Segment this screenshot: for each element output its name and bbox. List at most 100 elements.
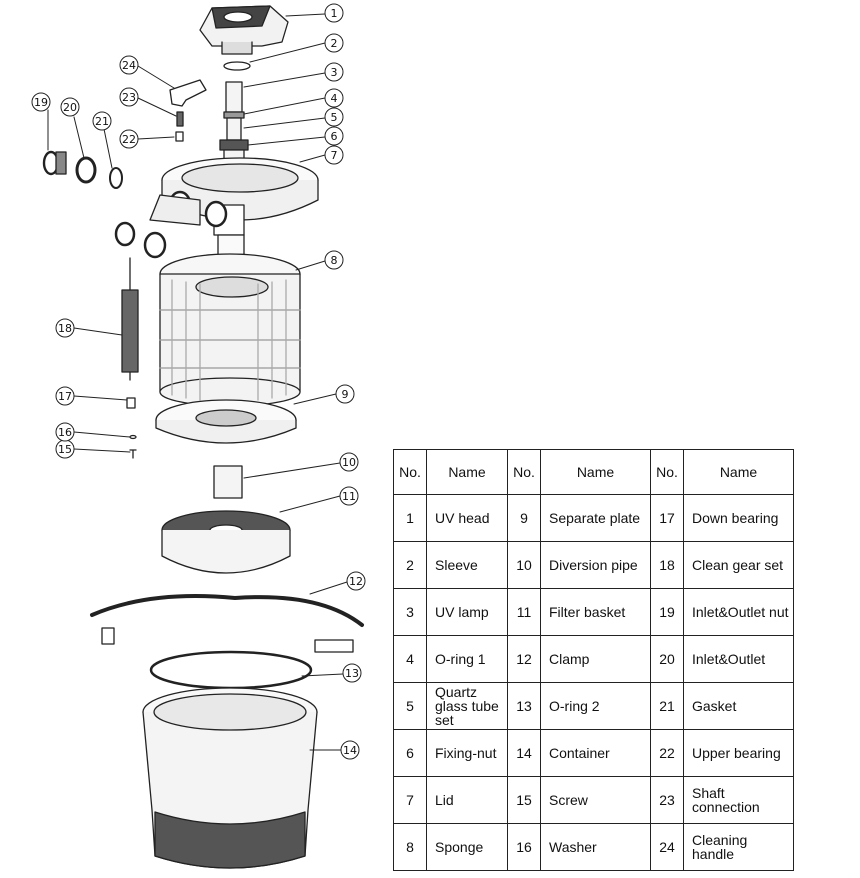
separate-plate-part: [155, 399, 297, 444]
callout-circle: [324, 33, 344, 53]
part-name: Shaft connection: [683, 776, 794, 824]
part-name: Diversion pipe: [540, 541, 651, 589]
inlet-outlet-assembly-part: [42, 150, 167, 259]
filter-basket-part: [161, 510, 291, 574]
part-number: 16: [507, 823, 541, 871]
uv-head-part: [199, 5, 289, 55]
callout-label: 10: [342, 456, 356, 469]
column-header-name: Name: [426, 449, 508, 495]
callout-label: 17: [58, 390, 72, 403]
part-number: 9: [507, 494, 541, 542]
callout-label: 19: [34, 96, 48, 109]
container-part: [142, 687, 318, 869]
part-number: 8: [393, 823, 427, 871]
callout-circle: [342, 663, 362, 683]
callout-label: 18: [58, 322, 72, 335]
callout-label: 21: [95, 115, 109, 128]
part-number: 3: [393, 588, 427, 636]
callout-circle: [324, 145, 344, 165]
part-name: Separate plate: [540, 494, 651, 542]
callout-label: 9: [342, 388, 349, 401]
callout-label: 24: [122, 59, 136, 72]
callout-label: 16: [58, 426, 72, 439]
part-number: 18: [650, 541, 684, 589]
callout-label: 1: [331, 7, 338, 20]
part-name: Inlet&Outlet nut: [683, 588, 794, 636]
table-row: 7 Lid 15 Screw 23 Shaft connection: [393, 776, 794, 824]
sleeve-part: [223, 61, 251, 71]
callout-label: 13: [345, 667, 359, 680]
part-number: 19: [650, 588, 684, 636]
part-name: Clamp: [540, 635, 651, 683]
column-header-no: No.: [393, 449, 427, 495]
table-row: 8 Sponge 16 Washer 24 Cleaning handle: [393, 823, 794, 871]
part-number: 21: [650, 682, 684, 730]
parts-table: No. Name No. Name No. Name 1 UV head 9 S…: [393, 449, 794, 871]
callout-label: 8: [331, 254, 338, 267]
part-name: UV head: [426, 494, 508, 542]
callout-circle: [55, 422, 75, 442]
part-number: 12: [507, 635, 541, 683]
callout-label: 14: [343, 744, 357, 757]
part-number: 4: [393, 635, 427, 683]
part-number: 20: [650, 635, 684, 683]
washer-part: [129, 434, 137, 440]
down-bearing-part: [126, 397, 136, 409]
callout-circle: [119, 87, 139, 107]
callout-circle: [55, 318, 75, 338]
part-name: O-ring 1: [426, 635, 508, 683]
callout-label: 23: [122, 91, 136, 104]
callout-circle: [119, 55, 139, 75]
part-name: Gasket: [683, 682, 794, 730]
callout-circle: [119, 129, 139, 149]
callout-circle: [335, 384, 355, 404]
column-header-name: Name: [540, 449, 651, 495]
clean-gear-set-part: [121, 257, 139, 381]
callout-circle: [324, 107, 344, 127]
part-number: 7: [393, 776, 427, 824]
part-number: 14: [507, 729, 541, 777]
table-header-row: No. Name No. Name No. Name: [393, 449, 794, 495]
part-number: 11: [507, 588, 541, 636]
callout-label: 4: [331, 92, 338, 105]
part-number: 24: [650, 823, 684, 871]
table-row: 3 UV lamp 11 Filter basket 19 Inlet&Outl…: [393, 588, 794, 636]
part-name: Washer: [540, 823, 651, 871]
callout-label: 11: [342, 490, 356, 503]
part-name: Lid: [426, 776, 508, 824]
sponge-part: [159, 253, 301, 407]
callout-label: 7: [331, 149, 338, 162]
callout-circle: [339, 486, 359, 506]
part-name: Sleeve: [426, 541, 508, 589]
part-number: 15: [507, 776, 541, 824]
callout-label: 22: [122, 133, 136, 146]
callout-circle: [324, 88, 344, 108]
lid-part: [161, 157, 319, 236]
part-number: 2: [393, 541, 427, 589]
part-name: Sponge: [426, 823, 508, 871]
exploded-view-diagram: 1 2 3 4 5 6 7 8 9 10 11 12 13 14 15 16 1…: [31, 3, 366, 869]
part-name: Filter basket: [540, 588, 651, 636]
screw-part: [129, 449, 137, 459]
lid-ports-part: [149, 190, 228, 228]
callout-circle: [339, 452, 359, 472]
part-number: 5: [393, 682, 427, 730]
callout-label: 12: [349, 575, 363, 588]
part-number: 13: [507, 682, 541, 730]
callout-label: 5: [331, 111, 338, 124]
table-row: 6 Fixing-nut 14 Container 22 Upper beari…: [393, 729, 794, 777]
column-header-no: No.: [650, 449, 684, 495]
part-name: O-ring 2: [540, 682, 651, 730]
part-name: Cleaning handle: [683, 823, 794, 871]
callout-circle: [31, 92, 51, 112]
column-header-name: Name: [683, 449, 794, 495]
clamp-part: [90, 594, 364, 653]
callout-label: 6: [331, 130, 338, 143]
callout-label: 2: [331, 37, 338, 50]
callout-circle: [92, 111, 112, 131]
part-name: Fixing-nut: [426, 729, 508, 777]
part-name: Quartz glass tube set: [426, 682, 508, 730]
part-number: 23: [650, 776, 684, 824]
callout-circle: [346, 571, 366, 591]
callout-circle: [60, 97, 80, 117]
